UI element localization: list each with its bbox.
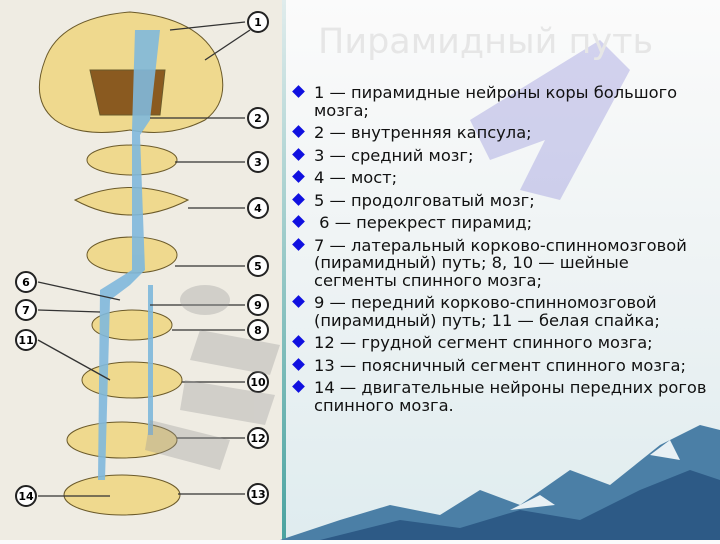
svg-text:6: 6 bbox=[22, 276, 30, 289]
callout-label-3: 3 bbox=[247, 151, 269, 173]
svg-text:4: 4 bbox=[254, 202, 262, 215]
callout-label-2: 2 bbox=[247, 107, 269, 129]
callout-label-10: 10 bbox=[247, 371, 269, 393]
list-item: 12 — грудной сегмент спинного мозга; bbox=[292, 334, 712, 352]
slide-title: Пирамидный путь bbox=[318, 22, 654, 62]
list-item: 9 — передний корково-спинномозговой (пир… bbox=[292, 294, 712, 329]
callout-label-12: 12 bbox=[247, 427, 269, 449]
item-text: 6 — перекрест пирамид; bbox=[314, 213, 533, 232]
callout-label-4: 4 bbox=[247, 197, 269, 219]
diamond-bullet-icon bbox=[292, 125, 305, 138]
callout-label-14: 14 bbox=[15, 485, 37, 507]
svg-text:7: 7 bbox=[22, 304, 30, 317]
list-item: 3 — средний мозг; bbox=[292, 145, 712, 165]
diamond-bullet-icon bbox=[292, 335, 305, 348]
svg-text:13: 13 bbox=[250, 488, 265, 501]
diamond-bullet-icon bbox=[292, 380, 305, 393]
callout-label-1: 1 bbox=[247, 11, 269, 33]
list-item: 13 — поясничный сегмент спинного мозга; bbox=[292, 355, 712, 375]
svg-text:9: 9 bbox=[254, 299, 262, 312]
item-text: 9 — передний корково-спинномозговой (пир… bbox=[314, 293, 660, 330]
diamond-bullet-icon bbox=[292, 215, 305, 228]
svg-text:8: 8 bbox=[254, 324, 262, 337]
mountains-decoration bbox=[280, 425, 720, 540]
divider-strip bbox=[282, 0, 286, 540]
diamond-bullet-icon bbox=[292, 295, 305, 308]
callout-label-8: 8 bbox=[247, 319, 269, 341]
diamond-bullet-icon bbox=[292, 147, 305, 161]
callout-label-13: 13 bbox=[247, 483, 269, 505]
list-item: 14 — двигательные нейроны передних рогов… bbox=[292, 379, 712, 414]
item-text: 3 — средний мозг; bbox=[314, 145, 474, 165]
svg-text:3: 3 bbox=[254, 156, 262, 169]
callout-label-6: 6 bbox=[15, 271, 37, 293]
item-text: 5 — продолговатый мозг; bbox=[314, 190, 535, 210]
diamond-bullet-icon bbox=[292, 85, 305, 98]
item-text: 13 — поясничный сегмент спинного мозга; bbox=[314, 355, 686, 375]
item-text: 2 — внутренняя капсула; bbox=[314, 123, 532, 142]
item-text: 1 — пирамидные нейроны коры большого моз… bbox=[314, 83, 678, 120]
svg-text:2: 2 bbox=[254, 112, 262, 125]
svg-text:11: 11 bbox=[18, 334, 33, 347]
item-text: 14 — двигательные нейроны передних рогов… bbox=[314, 378, 707, 415]
diamond-bullet-icon bbox=[292, 170, 305, 183]
callout-label-7: 7 bbox=[15, 299, 37, 321]
svg-text:12: 12 bbox=[250, 432, 265, 445]
svg-text:14: 14 bbox=[18, 490, 34, 503]
list-item: 1 — пирамидные нейроны коры большого моз… bbox=[292, 84, 712, 119]
list-item: 4 — мост; bbox=[292, 169, 712, 187]
svg-text:5: 5 bbox=[254, 260, 262, 273]
diamond-bullet-icon bbox=[292, 192, 305, 206]
callout-label-5: 5 bbox=[247, 255, 269, 277]
callout-label-9: 9 bbox=[247, 294, 269, 316]
diamond-bullet-icon bbox=[292, 357, 305, 371]
list-item: 2 — внутренняя капсула; bbox=[292, 124, 712, 142]
list-item: 7 — латеральный корково-спинномозговой (… bbox=[292, 235, 712, 290]
list-item: 5 — продолговатый мозг; bbox=[292, 190, 712, 210]
list-item: 6 — перекрест пирамид; bbox=[292, 214, 712, 232]
callout-label-11: 11 bbox=[15, 329, 37, 351]
item-text: 4 — мост; bbox=[314, 168, 398, 187]
svg-text:1: 1 bbox=[254, 16, 262, 29]
svg-text:10: 10 bbox=[250, 376, 266, 389]
diamond-bullet-icon bbox=[292, 237, 305, 251]
legend-list: 1 — пирамидные нейроны коры большого моз… bbox=[292, 84, 712, 419]
item-text: 12 — грудной сегмент спинного мозга; bbox=[314, 333, 653, 352]
item-text: 7 — латеральный корково-спинномозговой (… bbox=[314, 235, 687, 290]
